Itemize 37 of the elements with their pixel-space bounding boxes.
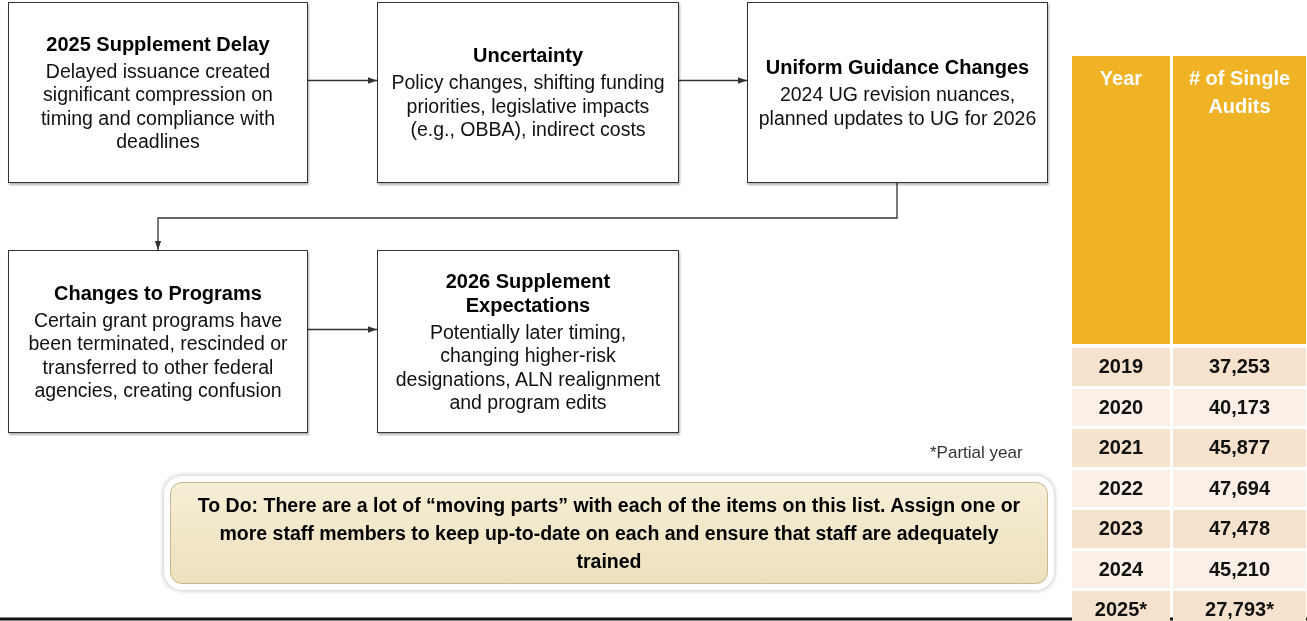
table-header-cell: # of Single Audits: [1173, 56, 1306, 344]
box-heading: Uniform Guidance Changes: [765, 55, 1030, 79]
table-cell: 2019: [1072, 348, 1170, 386]
table-cell: 2025*: [1072, 591, 1170, 621]
footnote: *Partial year: [930, 443, 1023, 463]
table-cell: 47,694: [1173, 469, 1306, 507]
box-heading: Changes to Programs: [54, 280, 262, 305]
box-description: Certain grant programs have been terminated, rescinded or transferred to other federal agencies, creating confusion: [27, 308, 289, 403]
note-text: To Do: There are a lot of “moving parts” with each of the items on this list. Assign one or more staff members to keep up-to-date on each and ensure that staff are adequately trained: [196, 493, 1022, 574]
box-description: Policy changes, shifting funding priorities, legislative impacts (e.g., OBBA), indirect costs: [390, 71, 666, 142]
table-cell: 37,253: [1173, 348, 1306, 386]
box-description: 2024 UG revision nuances, planned updates to UG for 2026: [758, 83, 1037, 130]
arrow: [678, 77, 748, 84]
table-cell: 2024: [1072, 550, 1170, 588]
table-cell: 40,173: [1173, 388, 1306, 426]
arrow: [154, 182, 898, 251]
process-box: [377, 2, 679, 183]
table-cell: 47,478: [1173, 510, 1306, 548]
box-heading: 2025 Supplement Delay: [46, 31, 270, 56]
arrow: [307, 77, 378, 84]
process-box: [8, 2, 308, 183]
box-heading: Uncertainty: [473, 43, 583, 68]
table-cell: 45,210: [1173, 550, 1306, 588]
box-description: Delayed issuance created significant compression on timing and compliance with deadlines: [39, 59, 277, 154]
table-cell: 2021: [1072, 429, 1170, 467]
table-header-cell: Year: [1072, 56, 1170, 344]
process-box: [747, 2, 1048, 183]
table-cell: 2023: [1072, 510, 1170, 548]
table-cell: 2022: [1072, 469, 1170, 507]
box-description: Potentially later timing, changing higher-risk designations, ALN realignment and program edits: [394, 320, 662, 415]
process-box: [8, 250, 308, 433]
process-box: [377, 250, 679, 433]
table-cell: 2020: [1072, 388, 1170, 426]
box-heading: 2026 Supplement Expectations: [444, 268, 612, 317]
table-cell: 45,877: [1173, 429, 1306, 467]
arrow: [307, 326, 378, 333]
table-cell: 27,793*: [1173, 591, 1306, 621]
